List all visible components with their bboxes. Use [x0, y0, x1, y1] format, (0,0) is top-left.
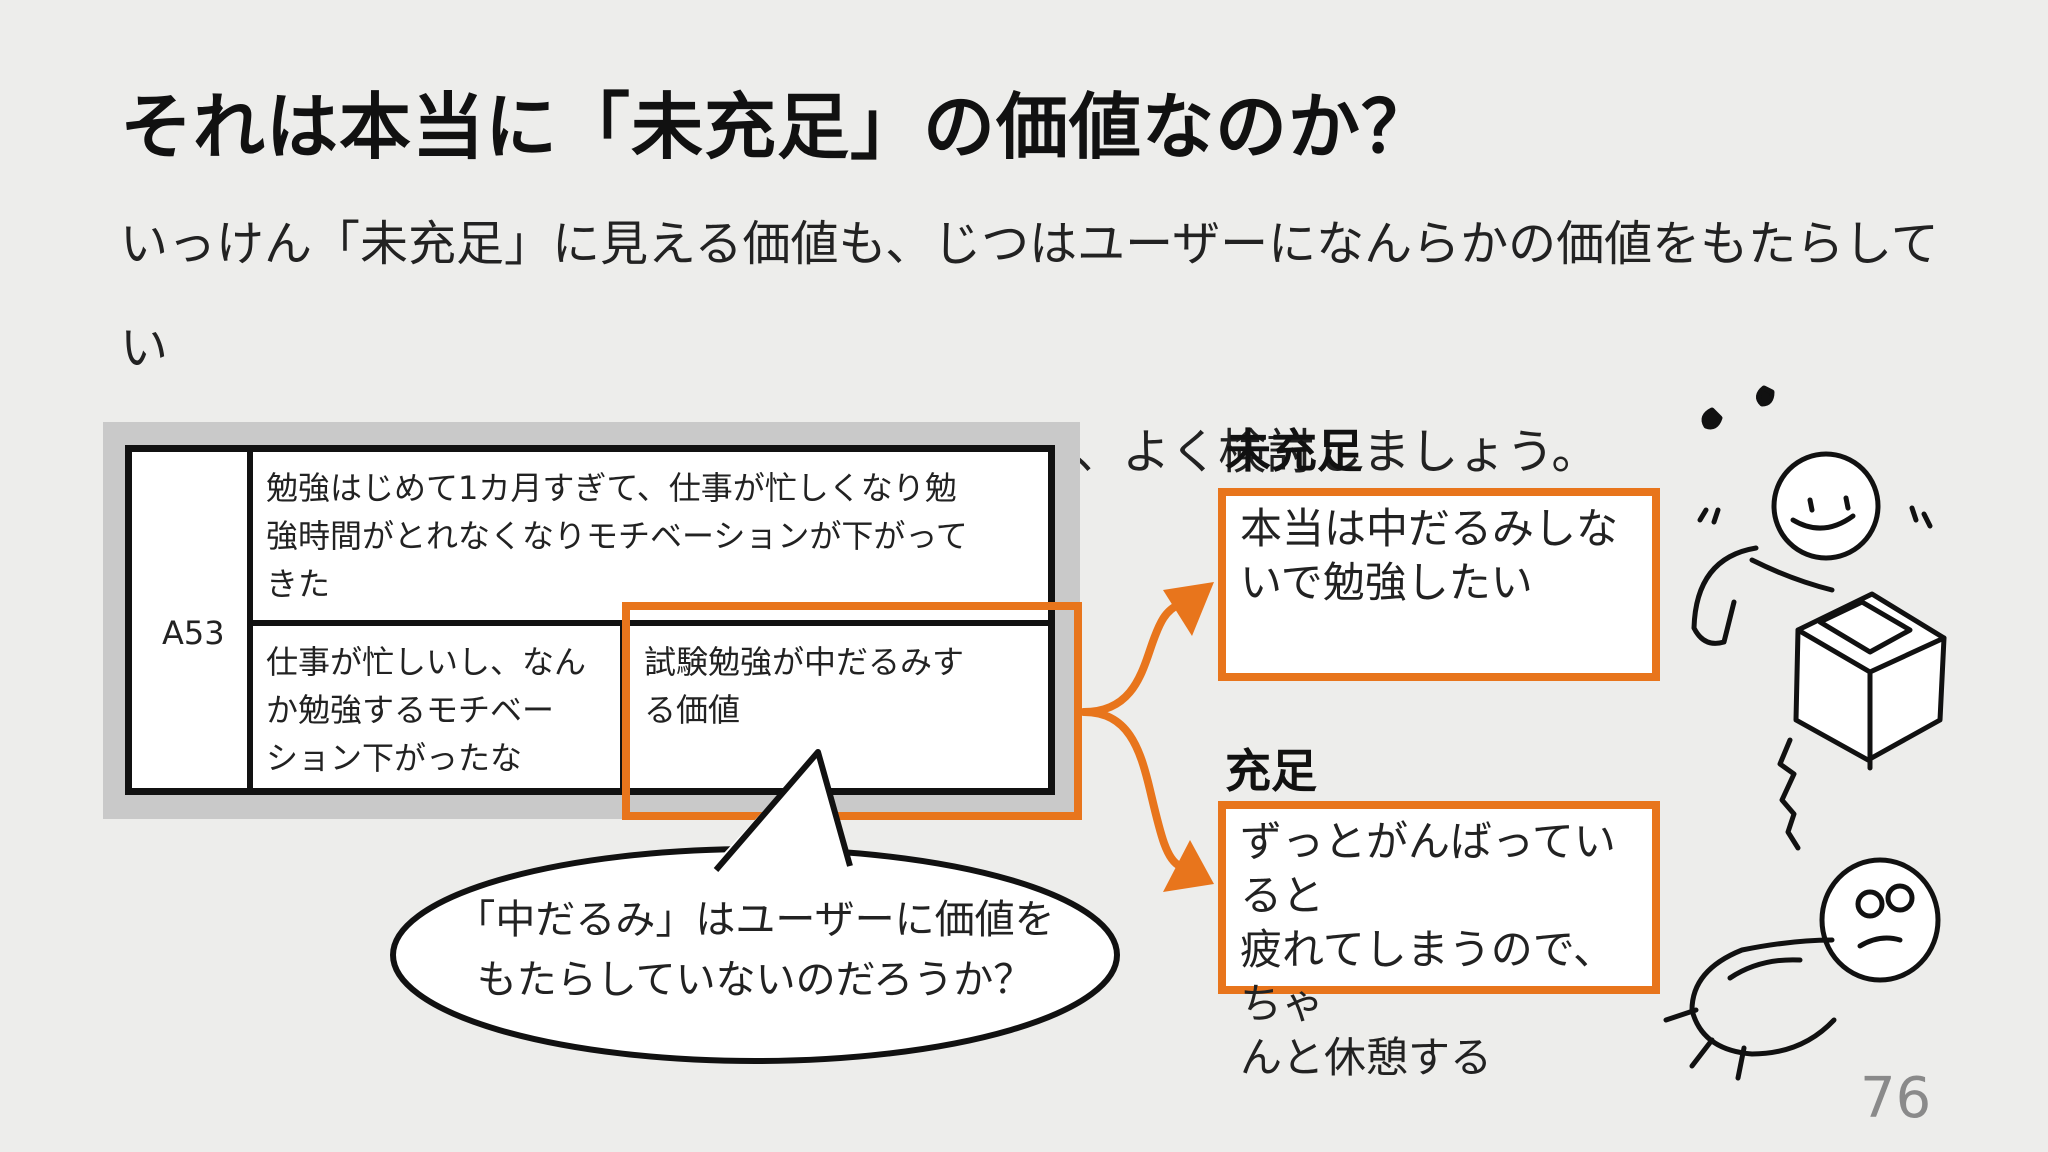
met-line: 疲れてしまうので、ちゃ: [1240, 925, 1616, 1028]
top-cell-line: 強時間がとれなくなりモチベーションが下がって: [266, 517, 968, 555]
bottom-right-line: る価値: [644, 691, 741, 729]
speech-bubble-text: 「中だるみ」はユーザーに価値を もたらしていないのだろうか？: [432, 890, 1078, 1010]
speech-bubble: [390, 749, 1120, 1064]
table-bottom-right-cell: 試験勉強が中だるみす る価値: [644, 638, 964, 734]
table-bottom-left-cell: 仕事が忙しいし、なん か勉強するモチベー ション下がったな: [266, 638, 586, 782]
page-number: 76: [1860, 1066, 1932, 1131]
arrowhead-met: [1163, 840, 1214, 892]
bubble-line-2: もたらしていないのだろうか？: [476, 957, 1034, 1003]
met-value-box: ずっとがんばっていると 疲れてしまうので、ちゃ んと休憩する: [1218, 801, 1660, 1082]
lead-line-1: いっけん「未充足」に見える価値も、じつはユーザーになんらかの価値をもたらしてい: [120, 216, 1939, 376]
arrow-to-met: [1080, 708, 1184, 870]
bottom-left-line: 仕事が忙しいし、なん: [266, 643, 587, 681]
arrow-to-unmet: [1080, 600, 1184, 716]
bubble-line-1: 「中だるみ」はユーザーに価値を: [455, 897, 1055, 943]
resting-figure-illustration: [1663, 737, 1941, 1081]
slide-title: それは本当に「未充足」の価値なのか？: [120, 85, 1435, 169]
stressed-figure-illustration: [1691, 385, 1947, 771]
top-cell-line: きた: [266, 565, 331, 603]
branch-arrows: [1080, 582, 1214, 892]
bottom-left-line: か勉強するモチベー: [266, 691, 555, 729]
unmet-label: 未充足: [1225, 424, 1363, 478]
table-top-cell: 勉強はじめて1カ月すぎて、仕事が忙しくなり勉 強時間がとれなくなりモチベーション…: [266, 464, 968, 608]
table-divider-vertical: [247, 452, 253, 788]
top-cell-line: 勉強はじめて1カ月すぎて、仕事が忙しくなり勉: [266, 469, 957, 507]
unmet-line: 本当は中だるみしな: [1240, 504, 1619, 553]
table-divider-horizontal: [253, 620, 1048, 626]
analysis-table: A53 勉強はじめて1カ月すぎて、仕事が忙しくなり勉 強時間がとれなくなりモチベ…: [125, 445, 1055, 795]
met-label: 充足: [1225, 744, 1317, 798]
row-id: A53: [162, 614, 225, 652]
met-line: ずっとがんばっていると: [1240, 817, 1616, 920]
unmet-value-box: 本当は中だるみしな いで勉強したい: [1218, 488, 1660, 681]
sweat-drop-icon: [1701, 407, 1723, 430]
bottom-left-line: ション下がったな: [266, 739, 523, 777]
sweat-drop-icon: [1756, 385, 1775, 407]
highlight-box: [622, 602, 1082, 820]
bottom-right-line: 試験勉強が中だるみす: [644, 643, 965, 681]
met-line: んと休憩する: [1240, 1033, 1493, 1082]
arrowhead-unmet: [1163, 582, 1214, 636]
unmet-line: いで勉強したい: [1240, 558, 1533, 607]
steam-squiggle-icon: [1777, 737, 1801, 851]
